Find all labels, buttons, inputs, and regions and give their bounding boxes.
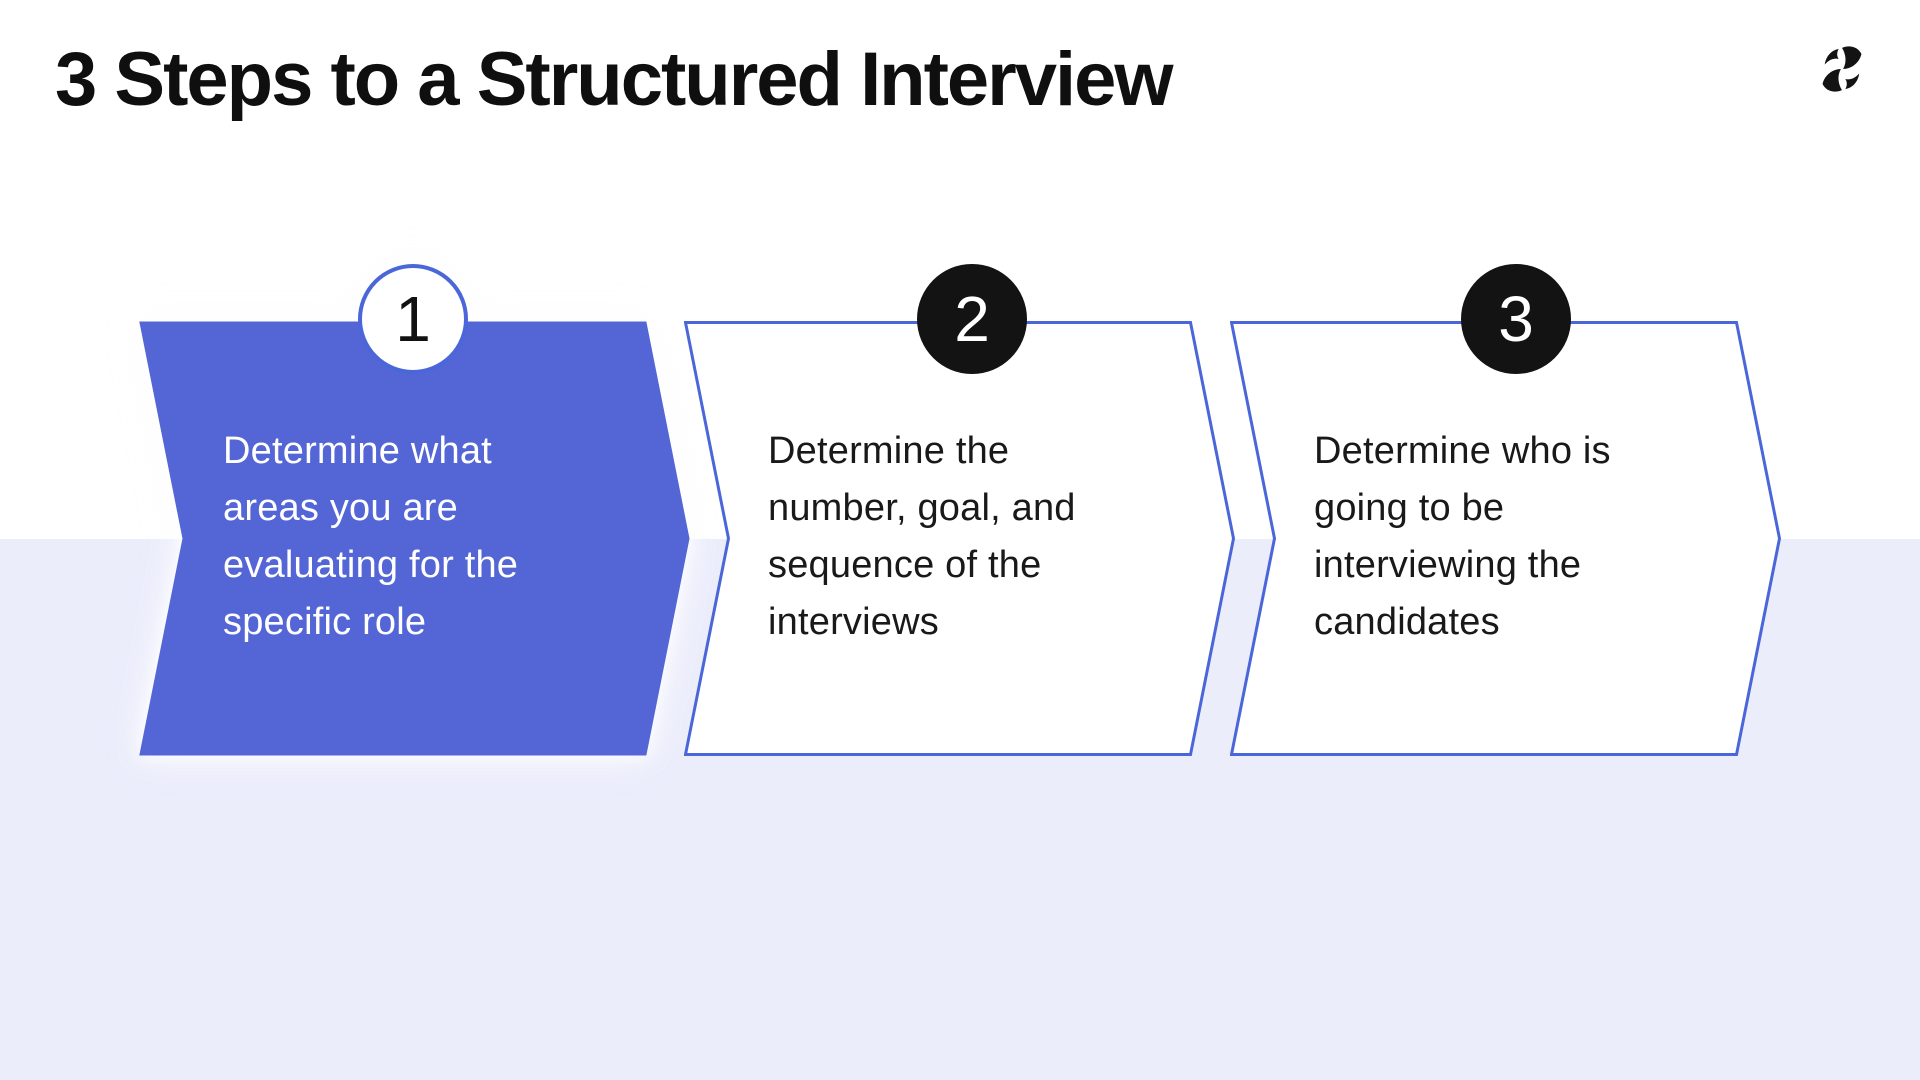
page-title: 3 Steps to a Structured Interview <box>55 37 1174 122</box>
step-2-number: 2 <box>954 283 990 355</box>
step-3-chevron-path <box>1230 321 1781 756</box>
step-1-chevron-shape <box>139 321 690 756</box>
step-1-description: Determine what areas you are evaluating … <box>223 430 519 643</box>
step-3-chevron: 3 Determine who is going to be interview… <box>1230 264 1781 756</box>
step-1-chevron: 1 Determine what areas you are evaluatin… <box>139 264 690 756</box>
step-1-number: 1 <box>395 283 431 355</box>
step-1-number-badge: 1 <box>358 264 468 374</box>
step-2-number-badge: 2 <box>917 264 1027 374</box>
brand-logo-icon <box>1813 44 1871 94</box>
brand-logo-svg <box>1822 46 1862 92</box>
step-2-chevron: 2 Determine the number, goal, and sequen… <box>684 264 1235 756</box>
step-3-chevron-shape <box>1230 321 1781 756</box>
step-3-number: 3 <box>1498 283 1534 355</box>
step-2-chevron-path <box>684 321 1235 756</box>
step-3-number-badge: 3 <box>1461 264 1571 374</box>
step-2-chevron-shape <box>684 321 1235 756</box>
step-3-description: Determine who is going to be interviewin… <box>1314 430 1611 643</box>
step-2-description: Determine the number, goal, and sequence… <box>768 430 1076 643</box>
step-1-chevron-path <box>139 321 690 756</box>
